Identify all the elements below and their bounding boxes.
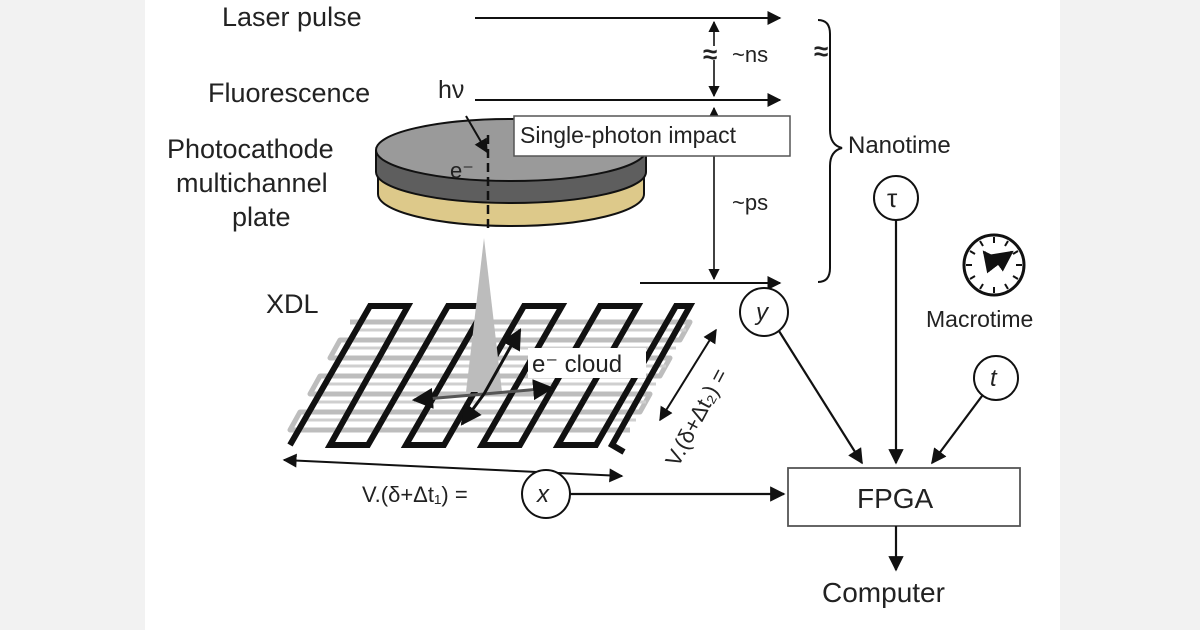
computer-label: Computer: [822, 577, 945, 608]
fpga-label: FPGA: [857, 483, 934, 514]
photocathode-label-line3: plate: [232, 202, 291, 232]
laser-pulse-label: Laser pulse: [222, 2, 362, 32]
x-dimension-arrow: [282, 453, 624, 483]
tau-symbol: τ: [887, 183, 898, 213]
clock-icon: [962, 233, 1026, 297]
cloud-label-bg: [528, 348, 646, 378]
right-margin-panel: [1060, 0, 1200, 630]
cloud-arrow-down: [460, 393, 486, 426]
xdl-label: XDL: [266, 289, 319, 319]
x-symbol: x: [536, 481, 550, 508]
cloud-arrow-right: [483, 379, 555, 401]
t-to-fpga-arrow: [931, 395, 983, 465]
ps-label: ~ps: [732, 190, 768, 215]
y-dimension-arrow: [659, 328, 717, 422]
vx-formula: V.(δ+Δt₁) =: [362, 482, 468, 507]
cloud-arrow-left: [411, 387, 485, 409]
fpga-box: [787, 467, 1021, 527]
cloud-arrow-up: [482, 328, 522, 395]
electron-cone: [466, 238, 502, 392]
nanotime-brace: [817, 19, 843, 283]
left-margin-panel: [0, 0, 145, 630]
single-photon-impact-box: [513, 115, 791, 157]
y-to-fpga-arrow: [778, 330, 863, 465]
single-photon-impact-label: Single-photon impact: [520, 122, 737, 148]
electron-cloud-label: e⁻ cloud: [532, 351, 622, 378]
macrotime-label: Macrotime: [926, 306, 1033, 332]
fluorescence-label: Fluorescence: [208, 78, 370, 108]
electron-label: e⁻: [450, 158, 474, 183]
ns-label: ~ns: [732, 42, 768, 67]
t-circle: [973, 355, 1019, 401]
photon-path: [465, 115, 488, 154]
brace-break-mark: ≈: [814, 36, 828, 66]
t-symbol: t: [990, 365, 998, 392]
photocathode-label-line1: Photocathode: [167, 134, 334, 164]
h-nu-label: hν: [438, 76, 464, 104]
ns-break-mark: ≈: [703, 39, 717, 69]
vy-formula: V.(δ+Δt₂) =: [660, 364, 732, 470]
y-symbol: y: [754, 299, 770, 326]
nanotime-label: Nanotime: [848, 132, 951, 159]
xdl-delay-line: [287, 303, 696, 455]
photocathode-label-line2: multichannel: [176, 168, 328, 198]
y-circle: [739, 287, 789, 337]
